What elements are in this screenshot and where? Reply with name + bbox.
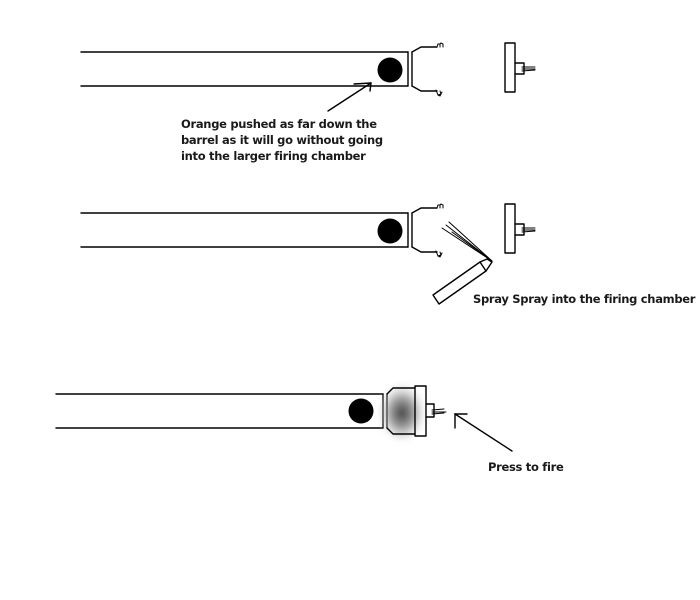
annotation-spray: Spray Spray into the firing chamber: [473, 291, 695, 307]
barrel: [55, 393, 388, 429]
annotation-arrow: [327, 82, 372, 112]
barrel: [80, 212, 413, 248]
orange-ball: [377, 57, 403, 83]
firing-chamber-open: [411, 42, 444, 97]
step-3-group: [55, 380, 513, 452]
firing-chamber-open: [411, 203, 444, 258]
orange-ball: [348, 398, 374, 424]
annotation-line: Orange pushed as far down the: [181, 117, 377, 131]
annotation-line: barrel as it will go without going: [181, 133, 383, 147]
annotation-line: Press to fire: [488, 460, 564, 474]
annotation-orange-pushed: Orange pushed as far down the barrel as …: [181, 116, 383, 164]
step-1-group: [80, 42, 536, 112]
chamber-cap: [504, 203, 536, 254]
spray-can: [432, 258, 493, 305]
propellant-cloud: [378, 380, 426, 440]
annotation-line: Spray Spray into the firing chamber: [473, 292, 696, 306]
annotation-line: into the larger firing chamber: [181, 149, 366, 163]
annotation-arrow: [454, 413, 513, 452]
spray-jet: [441, 221, 493, 262]
chamber-cap: [504, 42, 536, 93]
orange-ball: [377, 218, 403, 244]
chamber-cap: [414, 385, 447, 437]
firing-chamber-closed: [386, 387, 416, 435]
step-2-group: [80, 203, 536, 305]
barrel: [80, 51, 413, 87]
annotation-press-to-fire: Press to fire: [488, 459, 564, 475]
